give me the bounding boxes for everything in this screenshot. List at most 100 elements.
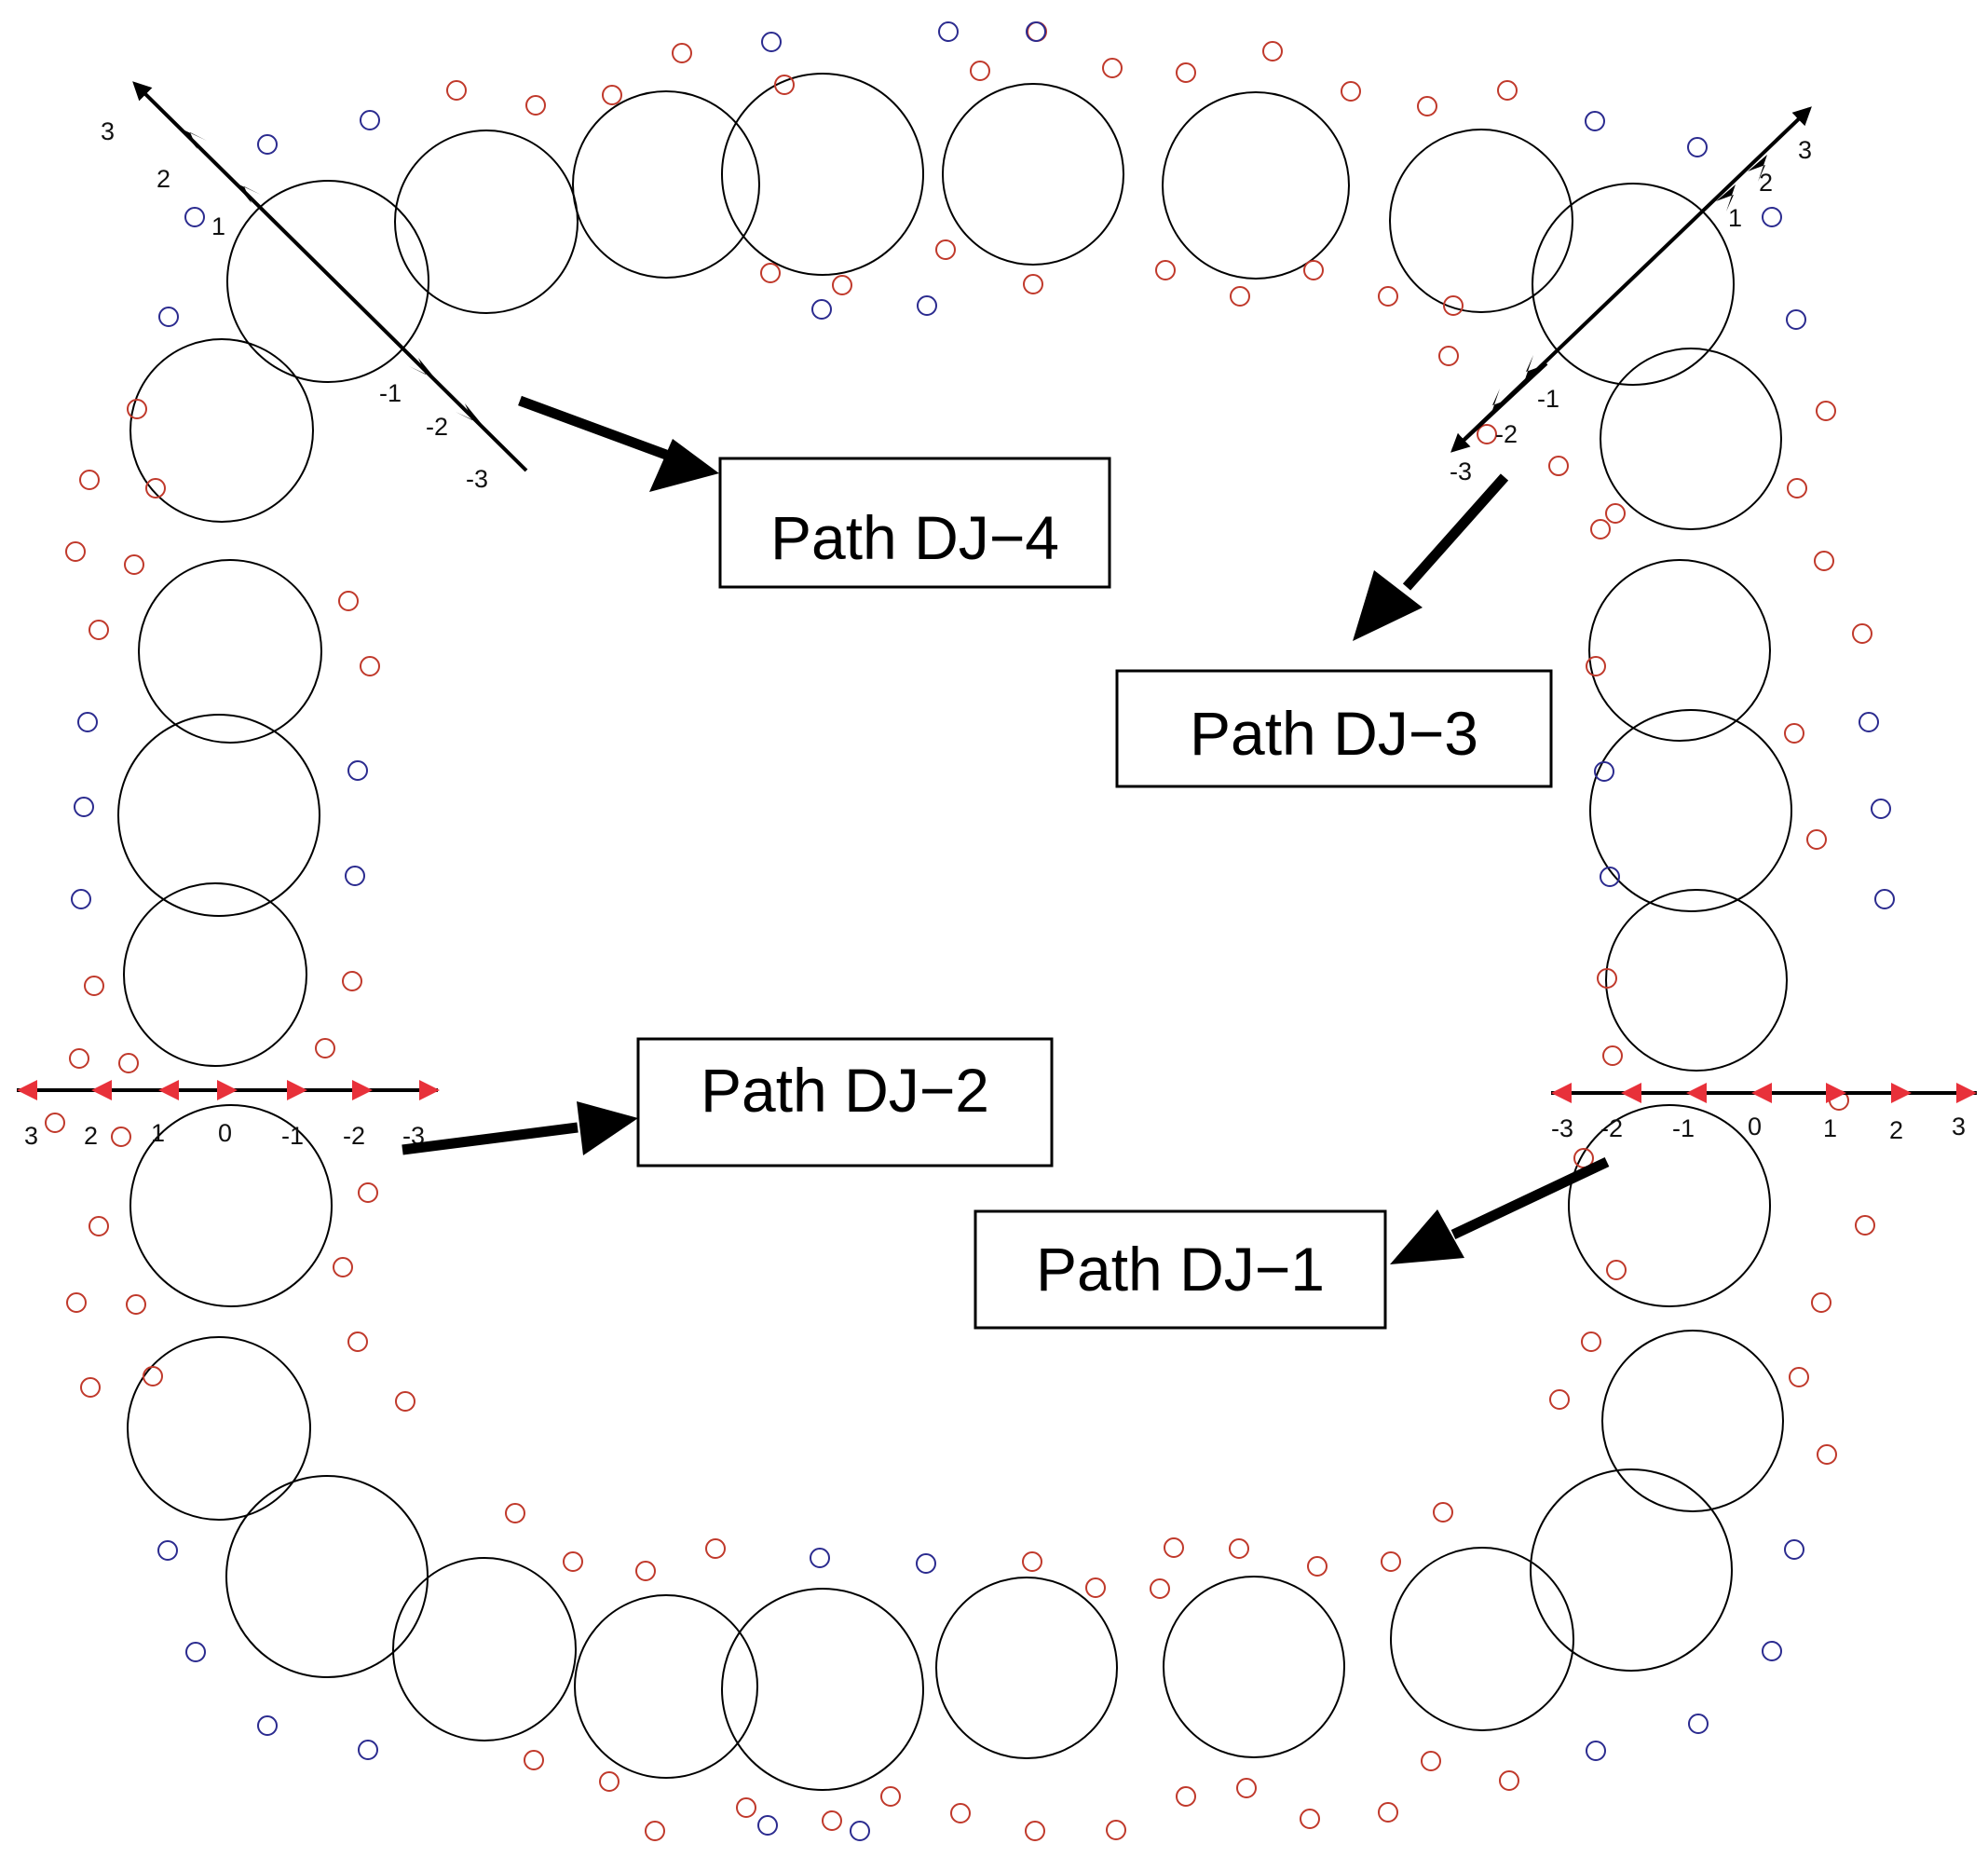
arrow-head-icon [649,439,719,492]
red-circle-marker-icon [635,1561,656,1581]
blue-circle-marker-icon [257,134,278,155]
red-circle-marker-icon [143,1366,163,1386]
red-circle-marker-icon [1022,1551,1042,1572]
red-circle-marker-icon [338,591,359,611]
red-circle-marker-icon [1590,519,1611,539]
big-circle [394,130,579,314]
big-circle [942,83,1124,266]
red-circle-marker-icon [446,80,467,101]
red-circle-marker-icon [1602,1045,1623,1066]
big-circle [1532,183,1735,386]
red-circle-marker-icon [1605,503,1626,524]
red-circle-marker-icon [1548,456,1569,476]
red-circle-marker-icon [1499,1770,1519,1791]
blue-circle-marker-icon [77,712,98,732]
red-circle-marker-icon [118,1053,139,1073]
red-circle-marker-icon [950,1803,971,1823]
axis-dj3-tick-m2: -2 [1495,420,1518,448]
axis-dj4-tick-2: 2 [157,165,170,193]
axis-dj4-tick-arrow-2 [181,129,207,149]
red-circle-marker-icon [1164,1537,1184,1558]
blue-circle-marker-icon [810,1548,830,1568]
red-arrow-icon [17,1080,37,1100]
red-arrow-icon [91,1080,112,1100]
red-circle-marker-icon [1155,260,1176,280]
label-box-dj3: Path DJ−3 [1115,669,1553,788]
big-circle-ring [117,73,1792,1791]
red-circle-marker-icon [1817,1444,1837,1465]
blue-circle-marker-icon [358,1740,378,1760]
red-circle-marker-icon [1341,81,1361,102]
blue-circle-marker-icon [345,866,365,886]
blue-circle-marker-icon [360,110,380,130]
arrow-icon [1450,1157,1610,1239]
blue-circle-marker-icon [1688,1714,1709,1734]
red-circle-marker-icon [505,1503,525,1523]
axis-dj4: 3 2 1 -1 -2 -3 [101,81,528,493]
red-circle-marker-icon [1085,1577,1106,1598]
red-circle-marker-icon [970,61,990,81]
red-circle-marker-icon [1855,1215,1875,1236]
red-circle-marker-icon [65,541,86,562]
axis-dj3-tick-arrow-1 [1716,184,1736,212]
big-circle [1605,889,1788,1072]
blue-circle-marker-icon [761,32,782,52]
red-circle-marker-icon [1787,478,1807,498]
big-circle [1530,1468,1733,1672]
red-circle-marker-icon [1378,1802,1398,1823]
red-circle-marker-icon [525,95,546,116]
red-arrow-icon [1956,1083,1977,1103]
blue-circle-marker-icon [916,1553,936,1574]
label-dj4: Path DJ−4 [770,503,1059,572]
red-circle-marker-icon [342,971,362,991]
red-circle-marker-icon [1417,96,1437,116]
pointer-arrow-dj2 [402,1101,638,1155]
red-circle-marker-icon [1586,656,1606,676]
axis-dj4-tick-1: 1 [211,212,225,240]
red-circle-marker-icon [124,554,144,575]
big-circle [1588,559,1771,742]
red-circle-marker-icon [69,1048,89,1069]
blue-circle-marker-icon [757,1815,778,1836]
red-circle-marker-icon [145,478,166,498]
blue-circle-marker-icon [1687,137,1708,157]
pointer-arrow-dj3 [1353,473,1509,641]
red-arrow-icon [1891,1083,1912,1103]
red-circle-marker-icon [111,1127,131,1147]
axis-dj3-tick-3: 3 [1798,136,1812,164]
arrow-icon [402,1122,579,1155]
blue-circle-marker-icon [938,21,959,42]
axis-dj2-tick-m1: -1 [281,1122,304,1150]
axis-dj1-tick-1: 1 [1823,1114,1837,1142]
red-circle-marker-icon [315,1038,335,1058]
blue-circle-marker-icon [1600,867,1620,887]
big-circle [1600,348,1782,530]
red-arrow-icon [419,1080,440,1100]
axis-dj2-tick-1: 1 [151,1119,165,1147]
red-circle-marker-icon [1816,401,1836,421]
red-circle-marker-icon [705,1538,726,1559]
blue-circle-marker-icon [1594,761,1614,782]
axis-dj4-tick-arrow-1 [235,183,261,203]
red-circle-marker-icon [880,1786,901,1807]
red-circle-marker-icon [80,1377,101,1398]
blue-circle-marker-icon [347,760,368,781]
axis-dj1-red-arrows [1551,1083,1977,1103]
blue-circle-marker-icon [1786,309,1806,330]
arrow-head-icon [1353,570,1423,641]
red-circle-marker-icon [1176,1786,1196,1807]
red-circle-marker-icon [1303,260,1324,280]
big-circle [1162,91,1350,280]
axis-dj3: 3 2 1 -1 -2 -3 [1450,106,1812,485]
axis-dj1: -3 -2 -1 0 1 2 3 [1551,1083,1977,1144]
red-circle-marker-icon [45,1113,65,1133]
blue-circle-marker-icon [158,307,179,327]
blue-circle-marker-icon [1784,1539,1804,1560]
blue-circle-marker-icon [1859,712,1879,732]
axis-dj4-line [132,81,528,472]
axis-dj2-tick-m2: -2 [343,1122,365,1150]
red-circle-marker-icon [1789,1367,1809,1387]
red-arrow-icon [1751,1083,1772,1103]
blue-circle-marker-icon [257,1715,278,1736]
red-circle-marker-icon [1300,1809,1320,1829]
